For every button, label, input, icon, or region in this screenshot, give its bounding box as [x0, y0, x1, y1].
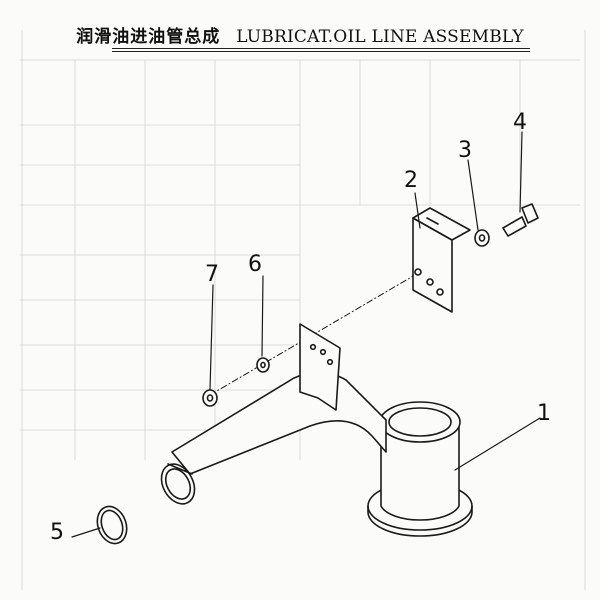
- title-english: LUBRICAT.OIL LINE ASSEMBLY: [236, 27, 524, 47]
- background-table-ghost: [19, 29, 586, 591]
- o-ring-part: [96, 505, 128, 545]
- title-rule-bottom: [112, 51, 530, 52]
- mounting-bracket-part: [412, 207, 471, 313]
- callout-2: 2: [404, 168, 418, 193]
- callout-7: 7: [205, 262, 219, 287]
- callout-5: 5: [50, 520, 64, 545]
- callout-4: 4: [513, 110, 527, 135]
- bolt-part: [502, 203, 539, 237]
- leader-lines: [71, 131, 541, 538]
- callout-1: 1: [537, 401, 551, 426]
- callout-3: 3: [458, 138, 472, 163]
- spring-washer-part: [256, 357, 270, 373]
- nut-part: [202, 389, 218, 407]
- title-chinese: 润滑油进油管总成: [76, 27, 221, 47]
- callout-6: 6: [248, 252, 262, 277]
- diagram-title: 润滑油进油管总成 LUBRICAT.OIL LINE ASSEMBLY: [0, 22, 600, 47]
- washer-part: [474, 229, 490, 247]
- oil-pickup-pipe-part: [160, 323, 473, 537]
- title-rule-top: [112, 48, 530, 49]
